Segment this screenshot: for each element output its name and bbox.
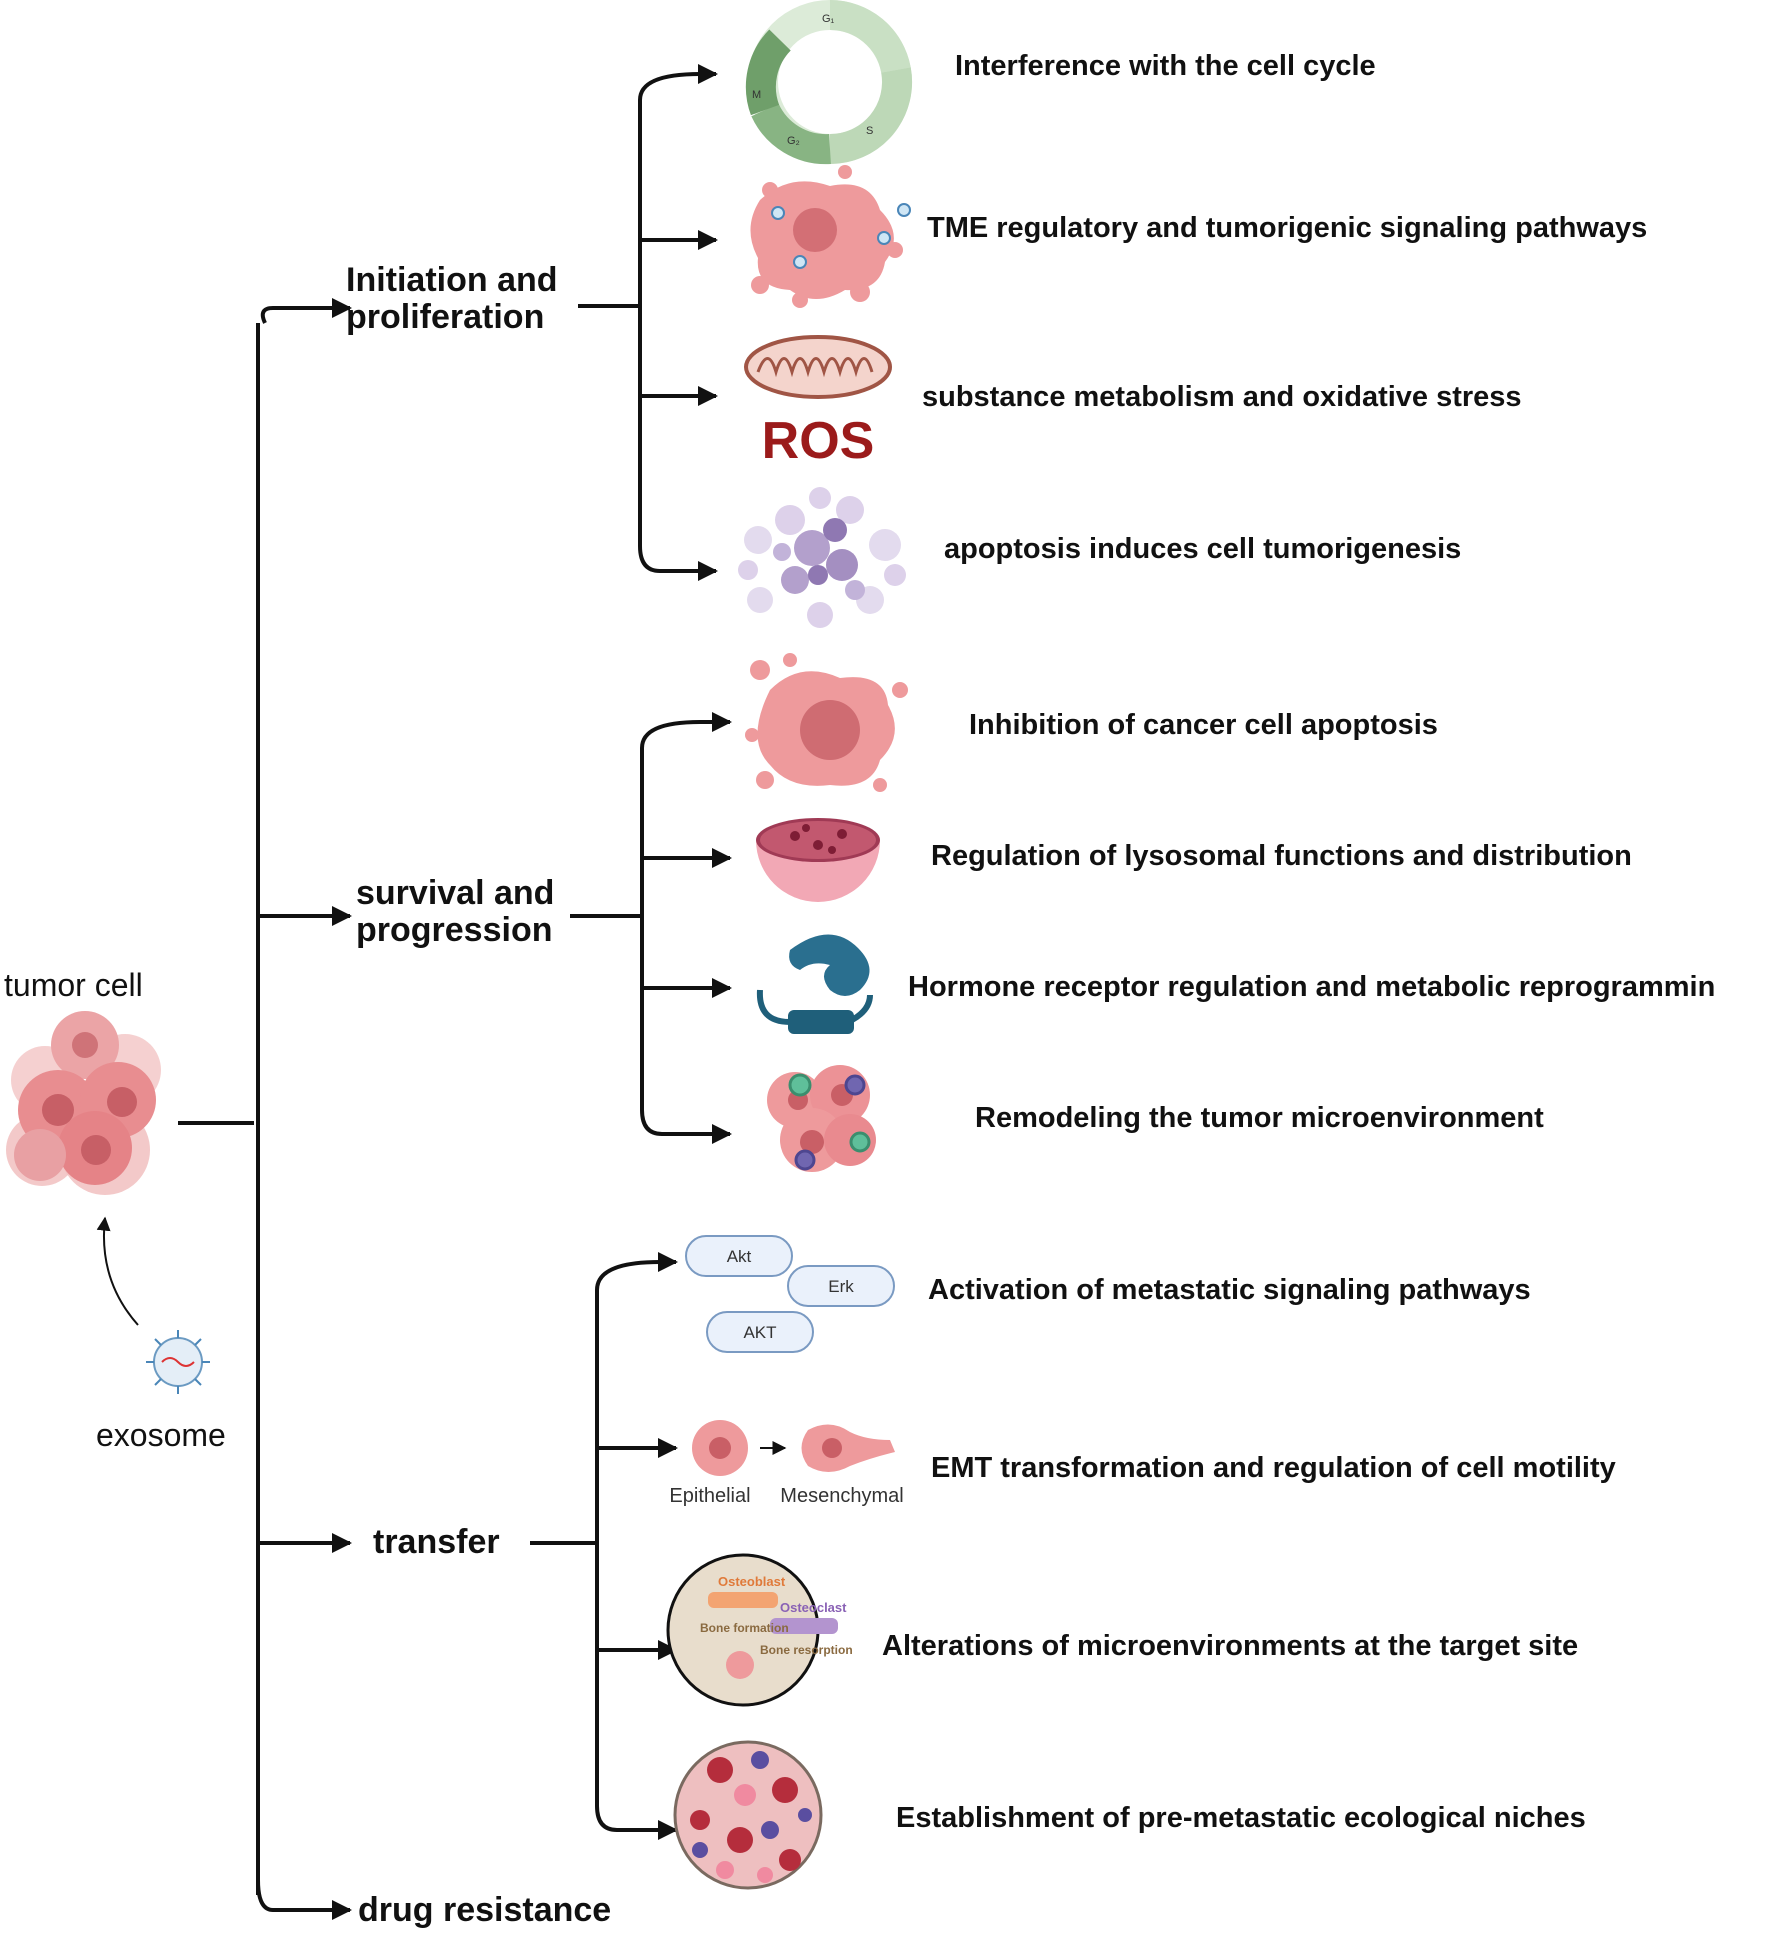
osteoclast-label: Osteoclast — [780, 1600, 847, 1615]
item-metastatic-signaling: Activation of metastatic signaling pathw… — [928, 1274, 1531, 1306]
immune-cells-icon — [767, 1065, 876, 1172]
kinase-label-akt: Akt — [727, 1247, 752, 1266]
svg-text:G₁: G₁ — [822, 13, 835, 25]
mitochondrion-icon — [744, 335, 892, 399]
exosome-label: exosome — [96, 1417, 226, 1453]
item-hormone-receptor: Hormone receptor regulation and metaboli… — [908, 971, 1716, 1003]
item-apoptosis-tumorigenesis: apoptosis induces cell tumorigenesis — [944, 533, 1462, 565]
bone-resorption-label: Bone resorption — [760, 1643, 853, 1657]
cell-cycle-icon: G₁ S G₂ M — [745, 0, 913, 165]
svg-text:G₂: G₂ — [787, 135, 800, 147]
cancer-cell-icon — [745, 653, 908, 792]
category-transfer: transfer — [373, 1523, 500, 1561]
lysosome-icon — [756, 818, 880, 902]
category-survival-and-progression: survival and progression — [356, 874, 555, 949]
category-drug-resistance: drug resistance — [358, 1891, 612, 1929]
exosome-arrow — [96, 1216, 139, 1326]
emt-from-label: Epithelial — [669, 1485, 750, 1507]
item-emt-motility: EMT transformation and regulation of cel… — [931, 1452, 1616, 1484]
item-lysosomal-regulation: Regulation of lysosomal functions and di… — [931, 840, 1632, 872]
bone-formation-label: Bone formation — [700, 1621, 789, 1635]
apoptotic-body-icon — [738, 487, 906, 628]
item-cell-cycle: Interference with the cell cycle — [955, 50, 1376, 82]
emt-to-label: Mesenchymal — [780, 1485, 903, 1507]
main-spine — [260, 298, 352, 324]
tumor-cell-label: tumor cell — [4, 967, 143, 1003]
metastatic-niche-icon — [673, 1740, 823, 1890]
ros-label: ROS — [762, 412, 875, 470]
item-metabolism-oxidative-stress: substance metabolism and oxidative stres… — [922, 381, 1522, 413]
hormone-receptor-icon — [756, 934, 873, 1034]
item-tme-signaling: TME regulatory and tumorigenic signaling… — [927, 212, 1648, 244]
kinase-pills-icon: Akt Erk AKT — [685, 1235, 895, 1353]
emt-icon — [692, 1420, 895, 1476]
svg-text:M: M — [752, 89, 761, 101]
kinase-label-erk: Erk — [828, 1277, 854, 1296]
bone-niche-icon: Osteoblast Osteoclast Bone formation Bon… — [666, 1553, 853, 1707]
item-pre-metastatic-niche: Establishment of pre-metastatic ecologic… — [896, 1802, 1586, 1834]
exosome-icon — [146, 1330, 210, 1394]
osteoblast-label: Osteoblast — [718, 1574, 786, 1589]
branch-drug-resistance — [256, 1879, 352, 1920]
tumor-cluster-icon — [750, 165, 911, 308]
svg-text:S: S — [866, 125, 873, 137]
tumor-cell-cluster-icon — [6, 1011, 161, 1195]
item-remodeling-tme: Remodeling the tumor microenvironment — [975, 1102, 1544, 1134]
kinase-label-akt-upper: AKT — [743, 1323, 776, 1342]
item-inhibition-apoptosis: Inhibition of cancer cell apoptosis — [969, 709, 1438, 741]
connector-lines — [96, 64, 732, 1920]
category-initiation-and-proliferation: Initiation and proliferation — [346, 261, 558, 336]
item-target-site-microenvironment: Alterations of microenvironments at the … — [882, 1630, 1579, 1662]
